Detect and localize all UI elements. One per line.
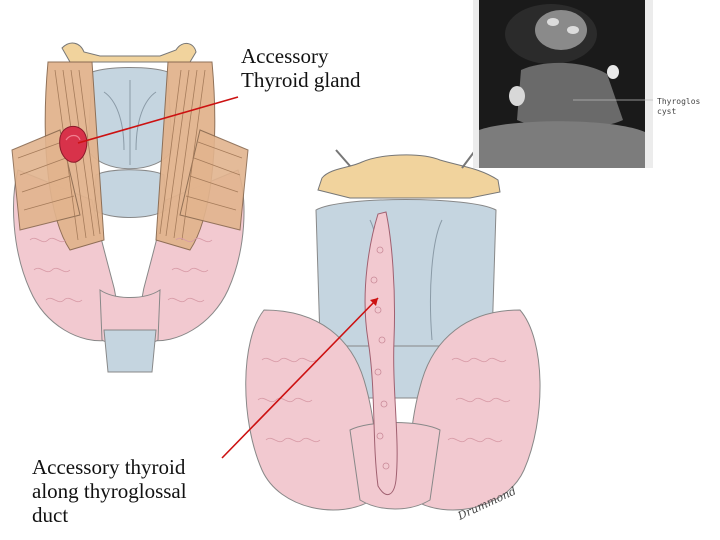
left-illustration: [11, 42, 249, 373]
hyoid-bone: [61, 42, 197, 63]
photo-caption-line1: Thyroglos: [657, 97, 701, 106]
pointer-line-top: [77, 96, 239, 144]
label-accessory-thyroid-gland: Accessory Thyroid gland: [241, 44, 361, 92]
hyoid-bone-right: [317, 154, 501, 199]
pointer-line-bottom: [221, 297, 379, 459]
pointer-arrowhead: [370, 298, 378, 306]
label-accessory-thyroid-along-duct: Accessory thyroid along thyroglossal duc…: [32, 455, 187, 527]
right-illustration: Drummond: [245, 149, 541, 523]
trachea: [103, 329, 157, 373]
photo-caption-line2: cyst: [657, 107, 677, 116]
accessory-thyroid-nodule: [59, 125, 88, 163]
cricoid-cartilage: [93, 169, 167, 218]
patient-photo: Thyroglos cyst: [473, 0, 700, 168]
